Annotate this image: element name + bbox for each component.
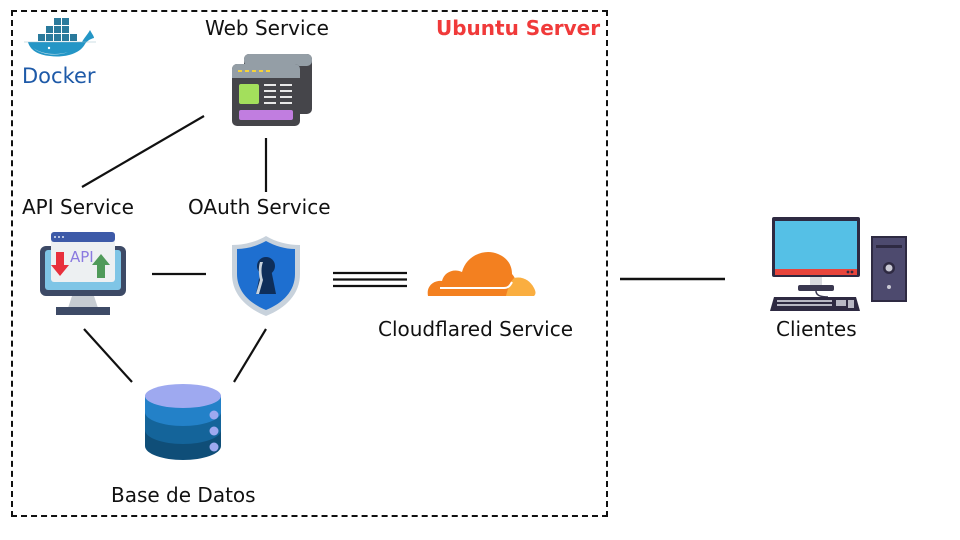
database-label: Base de Datos [111,483,256,507]
web-service-label: Web Service [205,16,329,40]
cloudflared-service-label: Cloudflared Service [378,317,574,341]
api-monitor-icon: API [40,232,126,315]
edge-oauth-db [233,328,267,383]
clients-label: Clientes [776,317,857,341]
edge-api-db [83,328,133,383]
docker-whale-icon [24,18,96,57]
edge-oauth-cloudflared [333,271,407,288]
api-service-label: API Service [22,195,134,219]
cloudflare-cloud-icon [427,252,536,296]
ubuntu-server-container [11,10,608,517]
shield-keyhole-icon [232,236,300,316]
web-window-icon [232,54,312,126]
desktop-computer-icon [770,217,907,311]
svg-text:API: API [70,248,94,266]
edge-api-web [81,115,205,188]
container-title: Ubuntu Server [436,16,601,40]
docker-label: Docker [22,64,96,88]
oauth-service-label: OAuth Service [188,195,331,219]
database-icon [145,384,221,460]
